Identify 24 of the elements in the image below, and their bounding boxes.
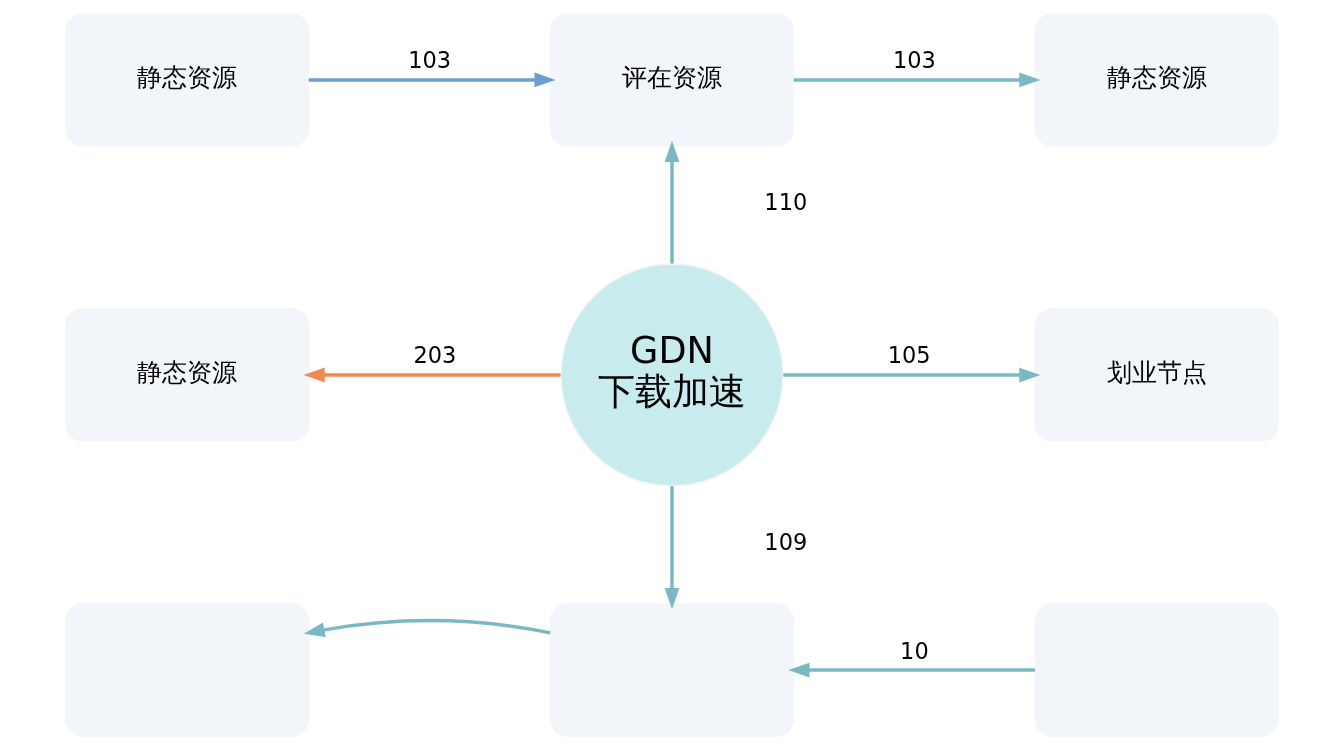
- arrow: [308, 72, 556, 88]
- arrow: [664, 486, 680, 610]
- edge-label: 10: [900, 637, 929, 664]
- edge-label: 103: [892, 47, 936, 74]
- node-box: 划业节点: [1034, 308, 1280, 442]
- arrow: [793, 72, 1041, 88]
- node-box: 评在资源: [549, 13, 795, 147]
- node-box: [549, 603, 795, 737]
- edge-label: 110: [764, 189, 808, 216]
- arrow: [303, 367, 561, 383]
- arrow: [783, 367, 1041, 383]
- node-box: 静态资源: [1034, 13, 1280, 147]
- arrow: [788, 662, 1036, 678]
- arrow: [664, 140, 680, 264]
- node-box: [1034, 603, 1280, 737]
- node-box: 静态资源: [64, 308, 310, 442]
- node-box: 静态资源: [64, 13, 310, 147]
- node-box: [64, 603, 310, 737]
- edge-label: 105: [887, 342, 931, 369]
- edge-label: 203: [413, 342, 457, 369]
- edge-label: 109: [764, 529, 808, 556]
- edge-label: 103: [408, 47, 452, 74]
- arrow: [303, 618, 551, 638]
- node-circle: GDN 下载加速: [560, 263, 784, 487]
